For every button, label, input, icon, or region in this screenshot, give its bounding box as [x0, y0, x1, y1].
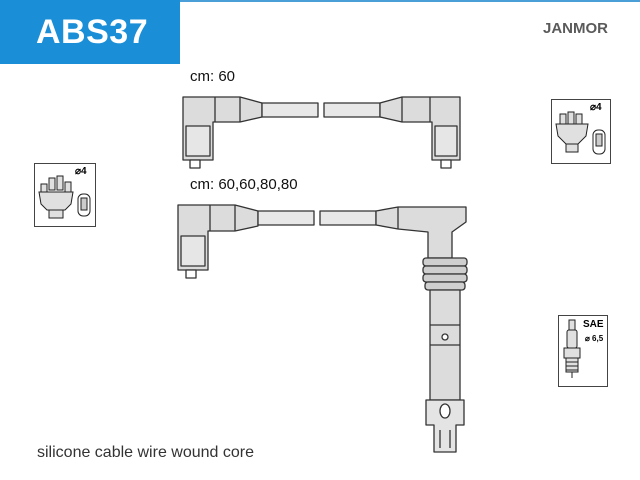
brand-name: JANMOR [543, 20, 609, 37]
cable-2-left-boot [177, 204, 259, 279]
distributor-cap-icon-right: ⌀4 [551, 99, 611, 164]
header-accent-line [180, 0, 640, 2]
distributor-right-size: ⌀4 [590, 102, 602, 113]
spark-plug-icon-box: SAE ⌀ 6,5 [558, 315, 608, 387]
distributor-cap-icon-left: ⌀4 [34, 163, 96, 227]
spark-plug-standard: SAE [583, 319, 604, 330]
cable-1-left-boot [182, 96, 263, 169]
spark-plug-icon [563, 319, 581, 378]
product-description: silicone cable wire wound core [37, 444, 254, 461]
cable-1-right-boot [379, 96, 461, 169]
distributor-cap-icon [555, 111, 606, 155]
distributor-left-size: ⌀4 [75, 166, 87, 177]
cable-1-wire-left [261, 102, 319, 118]
cable-1-length: cm: 60 [190, 68, 236, 85]
cable-2-wire-right [319, 210, 377, 226]
cable-2-wire-left [257, 210, 315, 226]
spark-plug-size: ⌀ 6,5 [585, 334, 604, 343]
product-code: ABS37 [36, 13, 149, 51]
cable-2-length: cm: 60,60,80,80 [190, 176, 298, 193]
cable-1-wire-right [323, 102, 381, 118]
cable-2-plug-boot [375, 206, 468, 453]
product-code-badge: ABS37 [0, 0, 180, 64]
distributor-cap-icon [38, 175, 91, 219]
